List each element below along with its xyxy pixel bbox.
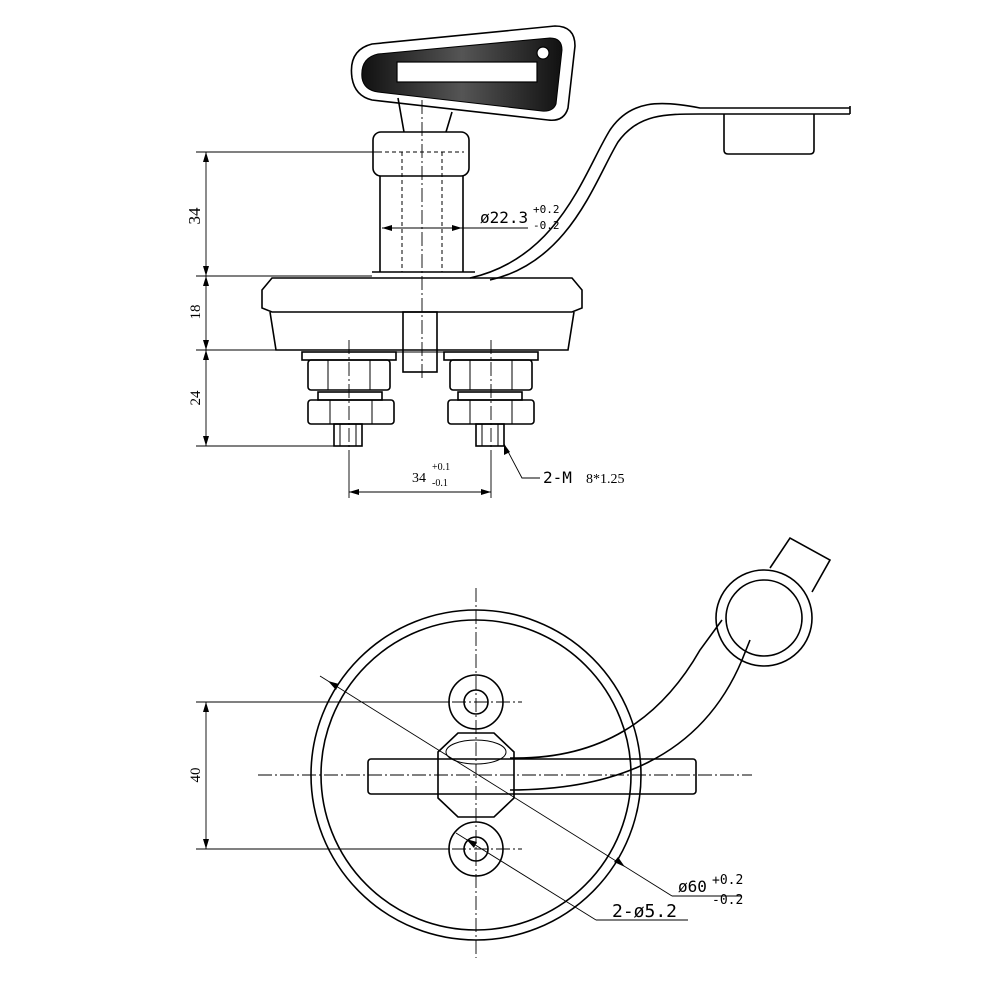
dim-spacing-tol-lower: -0.1 xyxy=(432,478,448,489)
shaft-diameter-dimension xyxy=(382,225,528,231)
dim-terminal-spacing: 34 xyxy=(412,471,426,486)
dim-shaft-tol-upper: +0.2 xyxy=(533,203,560,216)
thread-callout-size: 8*1.25 xyxy=(586,472,625,487)
dim-height-top: 34 xyxy=(185,207,204,225)
dust-cover-arm xyxy=(509,536,832,791)
base-flange xyxy=(261,271,583,313)
terminal-spacing-dimension xyxy=(348,455,492,498)
center-pin xyxy=(402,311,438,373)
shaft-collar xyxy=(372,131,470,177)
outer-diameter-leader xyxy=(319,675,742,897)
center-hub xyxy=(437,732,515,818)
key-bar xyxy=(367,758,697,795)
top-view: 40 ø60 +0.2 -0.2 2-ø5.2 xyxy=(188,536,832,958)
dust-cover-strap xyxy=(469,102,851,281)
dim-height-mid: 18 xyxy=(188,305,204,320)
hole-spacing-dimension xyxy=(196,701,450,850)
dim-hole-spacing: 40 xyxy=(188,768,204,783)
thread-callout: 2-M xyxy=(543,468,572,487)
hole-diameter-leader xyxy=(455,832,688,921)
dim-height-bottom: 24 xyxy=(188,390,204,406)
dim-hole-dia: 2-ø5.2 xyxy=(612,901,677,922)
key-handle xyxy=(350,25,576,133)
thread-leader xyxy=(503,443,540,479)
dim-shaft-dia: ø22.3 xyxy=(480,208,528,227)
dim-outer-dia: ø60 xyxy=(678,877,707,896)
terminal-right xyxy=(443,351,539,447)
dim-shaft-tol-lower: -0.2 xyxy=(533,219,560,232)
dim-outer-tol-lower: -0.2 xyxy=(712,893,743,908)
dim-outer-tol-upper: +0.2 xyxy=(712,873,743,888)
dim-spacing-tol-upper: +0.1 xyxy=(432,462,450,473)
side-view: 34 18 24 ø22.3 +0.2 -0.2 34 +0.1 -0.1 2-… xyxy=(185,25,851,498)
shaft-body xyxy=(379,176,464,272)
height-dimensions xyxy=(196,151,380,447)
